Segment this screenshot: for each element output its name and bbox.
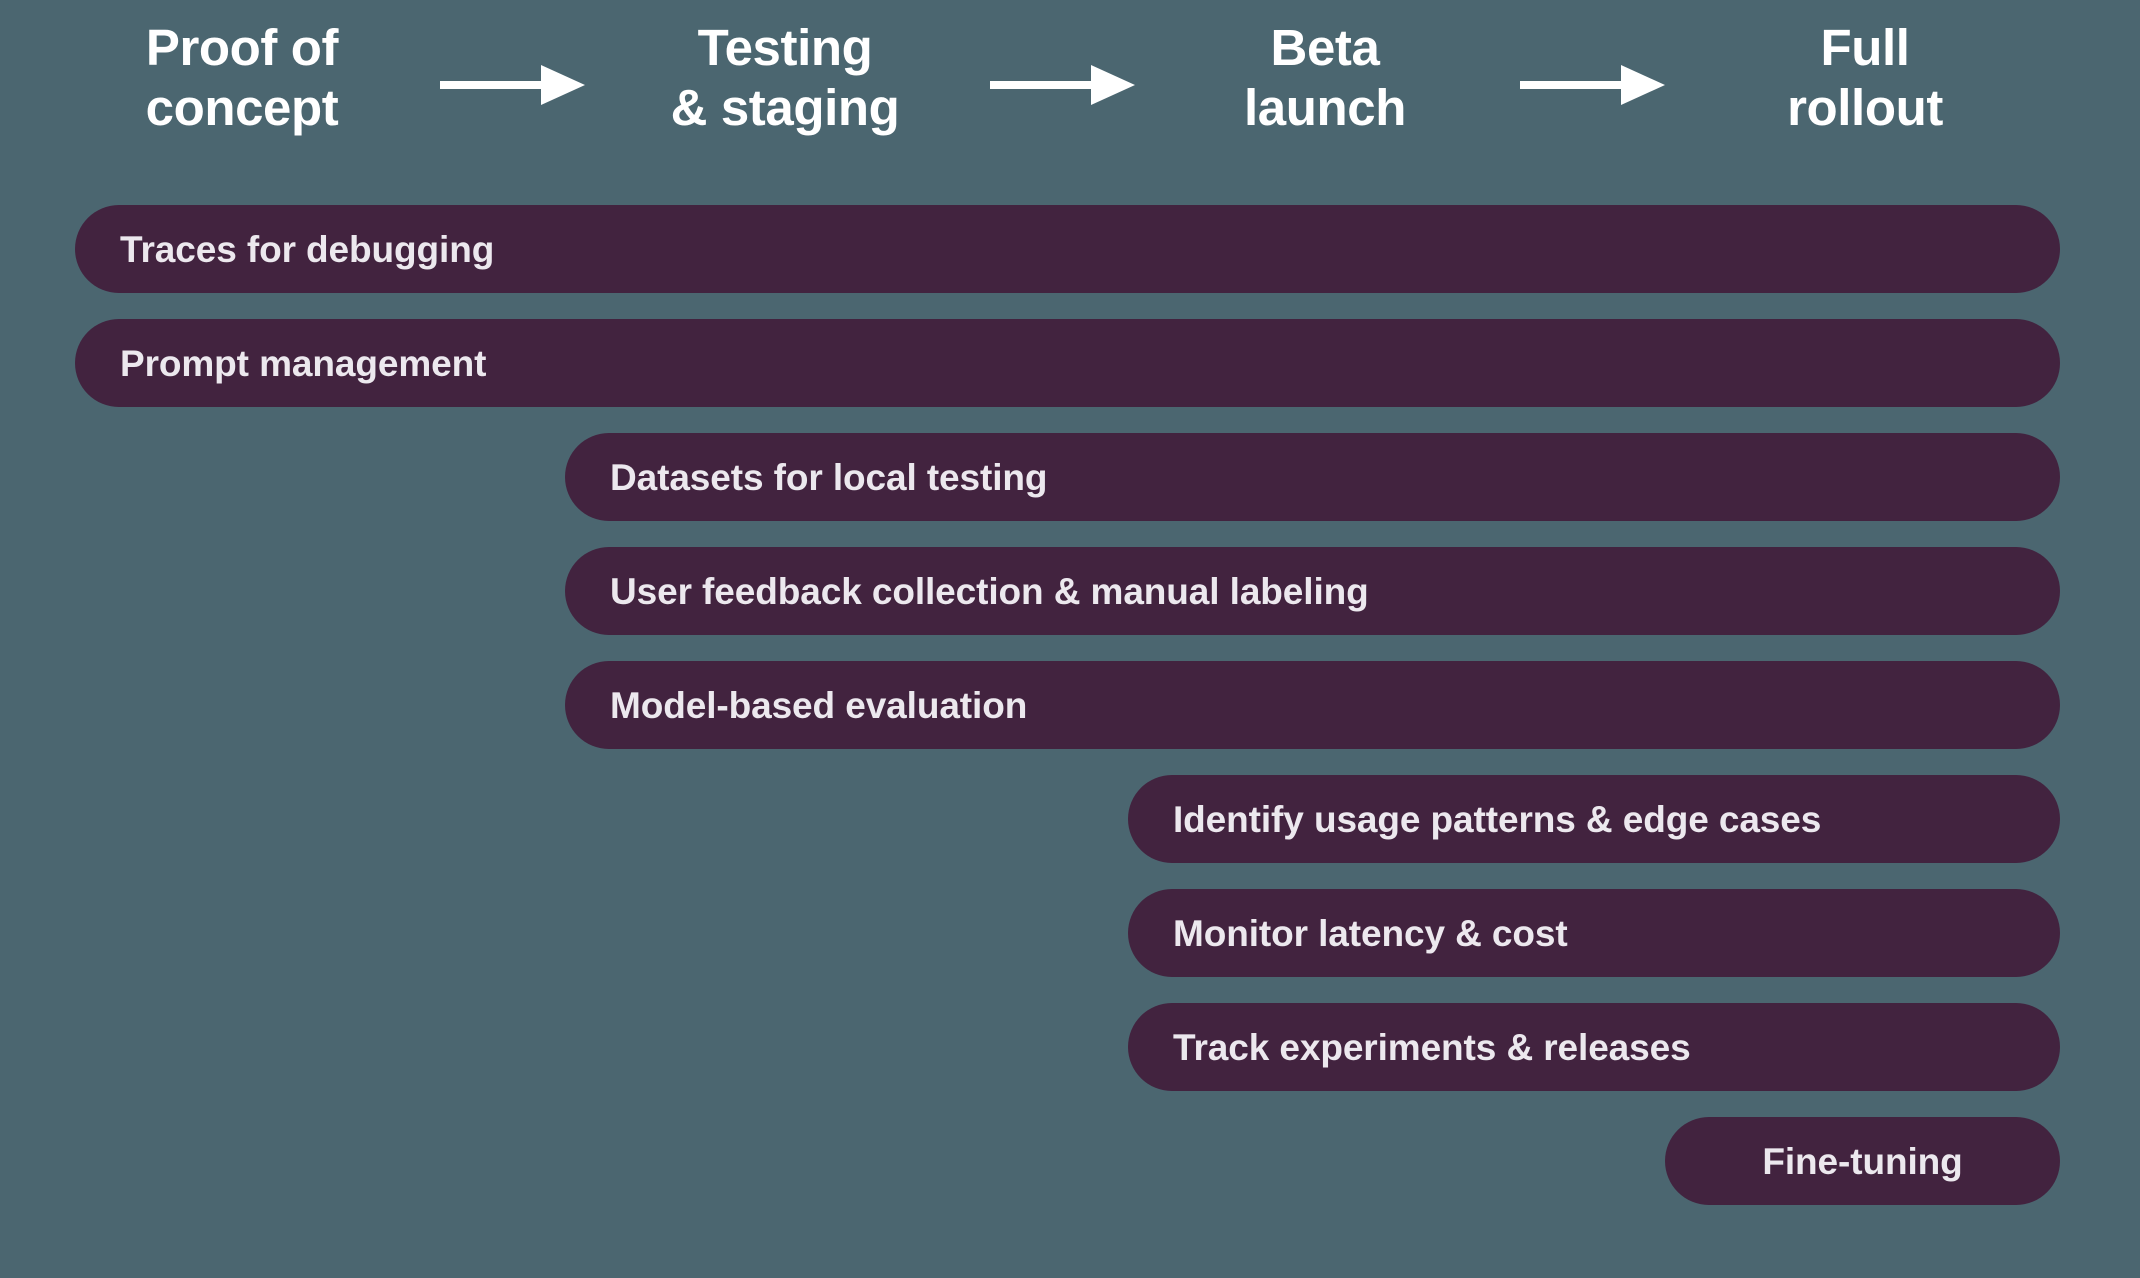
capability-bar-label: Monitor latency & cost [1173,912,1568,954]
stage-arrow-icon-1 [440,65,585,105]
stage-arrow-icon-2 [990,65,1135,105]
capability-bar[interactable]: Prompt management [75,319,2060,407]
stage-label-1: Proof of concept [145,19,339,137]
capability-bar-label: Prompt management [120,342,487,384]
capability-bar-label: Fine-tuning [1762,1140,1963,1182]
capability-bar[interactable]: Datasets for local testing [565,433,2060,521]
capability-bar-label: Track experiments & releases [1173,1026,1691,1068]
capability-bar[interactable]: Fine-tuning [1665,1117,2060,1205]
capability-bar[interactable]: User feedback collection & manual labeli… [565,547,2060,635]
capability-bar-label: Traces for debugging [120,228,495,270]
capability-bar[interactable]: Track experiments & releases [1128,1003,2060,1091]
stage-label-3: Beta launch [1244,19,1406,137]
stage-label-4: Full rollout [1787,19,1943,137]
stage-label-2: Testing & staging [670,19,900,137]
capability-bar-label: Identify usage patterns & edge cases [1173,798,1822,840]
capability-bar-label: User feedback collection & manual labeli… [610,570,1369,612]
capability-bar[interactable]: Identify usage patterns & edge cases [1128,775,2060,863]
capability-bar[interactable]: Traces for debugging [75,205,2060,293]
stage-arrow-icon-3 [1520,65,1665,105]
capability-bar-label: Model-based evaluation [610,684,1028,726]
capability-bar[interactable]: Monitor latency & cost [1128,889,2060,977]
capability-bar-label: Datasets for local testing [610,456,1048,498]
capability-bar[interactable]: Model-based evaluation [565,661,2060,749]
